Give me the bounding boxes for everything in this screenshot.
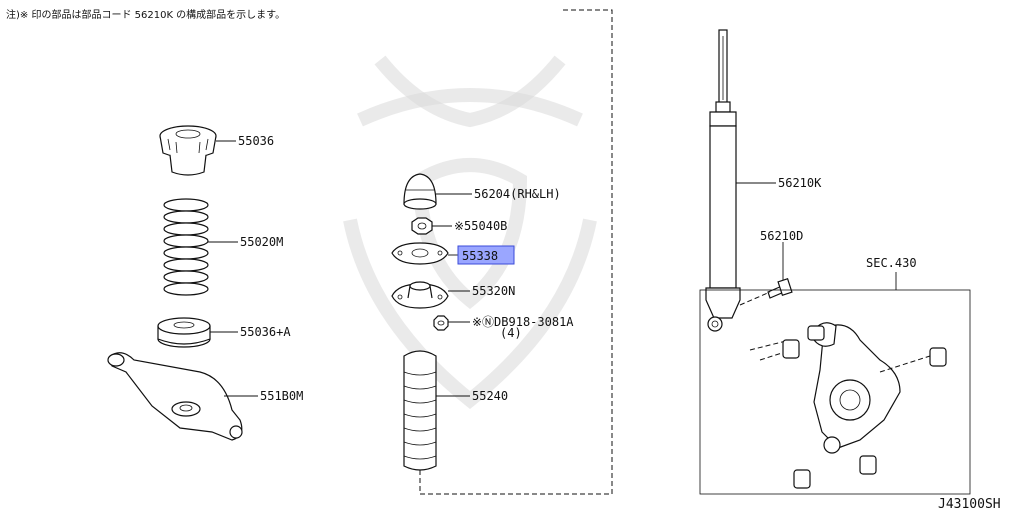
part-56210K-shock-absorber[interactable]: [705, 29, 741, 332]
highlight-55338: [457, 245, 515, 265]
part-55040B-nut[interactable]: [411, 217, 433, 235]
label-56210D[interactable]: 56210D: [760, 229, 803, 243]
part-rear-knuckle[interactable]: [749, 322, 931, 454]
part-56210D-bolt[interactable]: [767, 278, 793, 299]
label-55240[interactable]: 55240: [472, 389, 508, 403]
diagram-note: 注)※ 印の部品は部品コード 56210K の構成部品を示します。: [6, 8, 285, 21]
sec430-box: [699, 289, 971, 495]
bolt-guide-line: [739, 291, 771, 306]
label-DB918-qty: (4): [500, 326, 522, 340]
diagram-reference-code: J43100SH: [938, 497, 1001, 510]
part-55320N-mount[interactable]: [391, 281, 449, 309]
part-55240-bellows[interactable]: [403, 350, 437, 471]
label-55020M[interactable]: 55020M: [240, 235, 283, 249]
label-56210K[interactable]: 56210K: [778, 176, 822, 190]
part-551B0M-lower-arm[interactable]: [107, 352, 243, 441]
label-551B0M[interactable]: 551B0M: [260, 389, 303, 403]
part-DB918-nut[interactable]: [433, 315, 449, 331]
label-55036A[interactable]: 55036+A: [240, 325, 291, 339]
label-55036[interactable]: 55036: [238, 134, 274, 148]
label-55338[interactable]: 55338: [462, 249, 498, 263]
part-55338-plate[interactable]: [391, 242, 449, 265]
part-55020M-coil-spring[interactable]: [163, 198, 209, 296]
label-sec430[interactable]: SEC.430: [866, 256, 917, 270]
part-55036A-lower-seat[interactable]: [157, 317, 211, 348]
part-55036-upper-seat[interactable]: [159, 125, 217, 176]
label-55040B[interactable]: ※55040B: [454, 219, 507, 233]
label-56204[interactable]: 56204(RH&LH): [474, 187, 561, 201]
assembly-bracket: [419, 9, 613, 495]
label-55320N[interactable]: 55320N: [472, 284, 515, 298]
label-DB918[interactable]: ※ⓃDB918-3081A: [472, 315, 574, 329]
part-56204-dust-cap[interactable]: [403, 173, 437, 210]
bushings[interactable]: [782, 325, 947, 489]
